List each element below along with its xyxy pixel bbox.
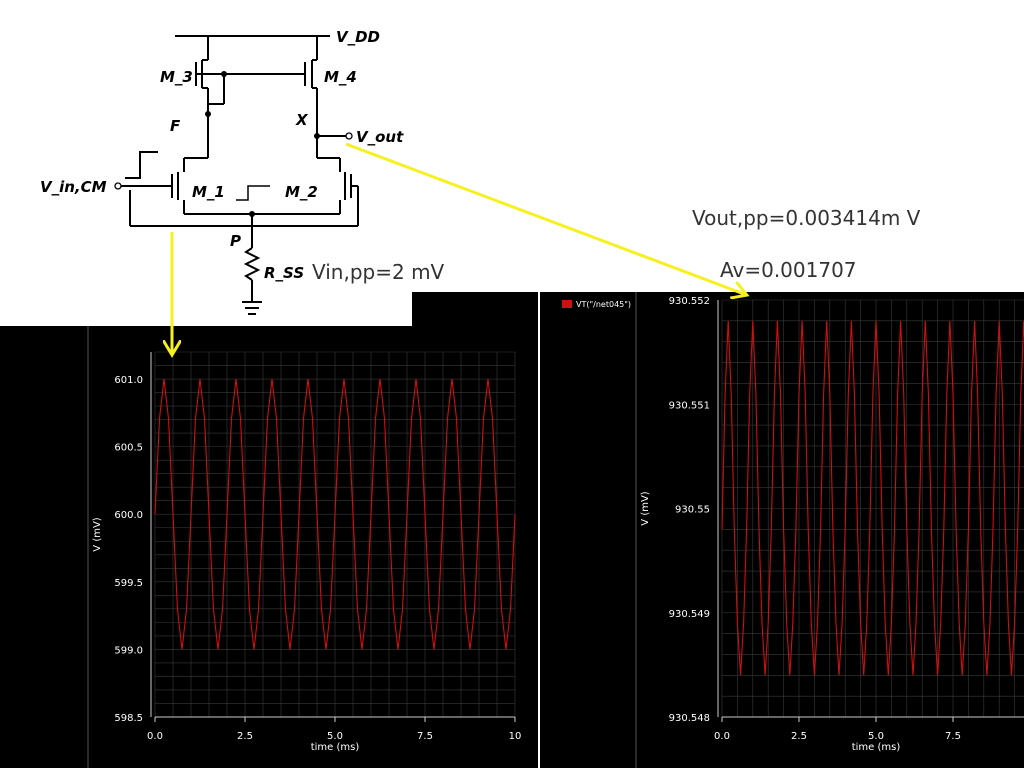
label-vout: V_out [356, 128, 404, 146]
label-m2: M_2 [285, 183, 318, 201]
vout-terminal [346, 133, 352, 139]
vout-pp-label: Vout,pp=0.003414m V [692, 206, 920, 230]
left-chart-panel: 0.0 2.5 5.0 7.5 10 598.5 599.0 599.5 600.0 600.5 6… [0, 292, 538, 768]
y-tick-label: 601.0 [114, 375, 143, 386]
y-axis-label: V (mV) [92, 517, 103, 552]
y-tick-label: 600.5 [114, 443, 143, 454]
right-chart: 0.02.55.07.510930.548930.549930.55930.55… [540, 292, 1024, 768]
label-p: P [230, 232, 241, 250]
y-tick-label: 598.5 [114, 713, 143, 724]
label-m4: M_4 [324, 68, 357, 86]
left-chart: 0.0 2.5 5.0 7.5 10 598.5 599.0 599.5 600.0 600.5 6… [0, 292, 538, 768]
y-tick-label: 930.552 [669, 296, 710, 307]
grid [722, 300, 1024, 717]
label-vdd: V_DD [336, 28, 380, 46]
label-rss: R_SS [264, 264, 304, 282]
vin-pp-label: Vin,pp=2 mV [312, 260, 444, 284]
x-tick-label: 2.5 [237, 731, 253, 742]
y-axis-label: V (mV) [640, 491, 651, 526]
x-tick-label: 7.5 [945, 731, 961, 742]
y-tick-label: 930.549 [669, 609, 710, 620]
av-label: Av=0.001707 [720, 258, 857, 282]
legend-label: VT("/net045") [576, 300, 631, 309]
y-tick-label: 930.551 [669, 400, 710, 411]
series-line [722, 321, 1024, 675]
x-tick-label: 7.5 [417, 731, 433, 742]
label-m3: M_3 [160, 68, 193, 86]
label-f: F [170, 117, 181, 135]
x-tick-label: 2.5 [791, 731, 807, 742]
y-tick-label: 930.55 [675, 505, 710, 516]
y-tick-label: 930.548 [669, 713, 710, 724]
x-tick-label: 5.0 [327, 731, 343, 742]
x-tick-label: 5.0 [868, 731, 884, 742]
x-axis-label: time (ms) [852, 742, 901, 753]
y-tick-label: 600.0 [114, 510, 143, 521]
label-x: X [295, 111, 309, 129]
grid [155, 352, 515, 717]
legend-swatch [562, 300, 572, 308]
x-tick-label: 0.0 [714, 731, 730, 742]
y-tick-label: 599.0 [114, 645, 143, 656]
label-m1: M_1 [192, 183, 225, 201]
y-tick-label: 599.5 [114, 578, 143, 589]
x-tick-label: 10 [509, 731, 522, 742]
x-axis-label: time (ms) [311, 742, 360, 753]
x-tick-label: 0.0 [147, 731, 163, 742]
right-chart-panel: 0.02.55.07.510930.548930.549930.55930.55… [540, 292, 1024, 768]
vin-terminal [115, 183, 121, 189]
label-vin-cm: V_in,CM [40, 178, 107, 196]
